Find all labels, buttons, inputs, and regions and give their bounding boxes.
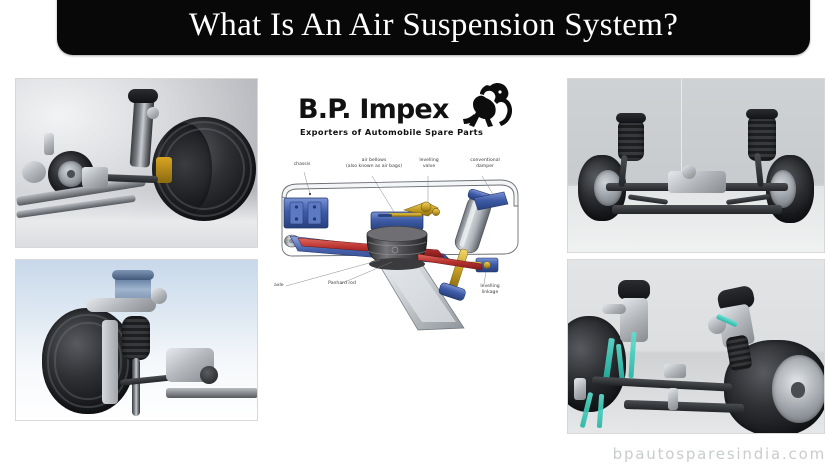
- cross-rail-red: [417, 253, 483, 271]
- leader-lines: [285, 171, 495, 287]
- chassis-frame: [281, 179, 519, 207]
- subframe-crossmember: [612, 205, 782, 214]
- center-joint: [682, 165, 696, 179]
- air-spring-cap-right: [746, 109, 778, 119]
- wheel-hub: [66, 169, 76, 179]
- steering-rack: [668, 171, 726, 193]
- label-air-bellows: air bellows (also known as air bags): [334, 158, 414, 169]
- valve-arm: [387, 212, 423, 217]
- label-chassis: chassis: [293, 162, 311, 167]
- air-bellow: [122, 316, 150, 360]
- wheel-hub: [790, 382, 806, 398]
- label-levelling-linkage-line1: levelling: [480, 284, 500, 289]
- label-levelling-linkage: levelling linkage: [470, 284, 510, 295]
- label-levelling-linkage-line2: linkage: [481, 289, 499, 295]
- label-levelling-valve-line1: levelling: [419, 158, 439, 163]
- upper-mount-arm: [86, 298, 156, 312]
- wheel-right: [724, 340, 824, 433]
- damper-mount: [473, 191, 509, 211]
- mount-bracket: [664, 364, 686, 378]
- label-axle: axle: [274, 283, 284, 288]
- label-conventional-damper-line2: damper: [476, 163, 494, 169]
- strut-bracket: [147, 107, 159, 119]
- air-spring-left: [618, 119, 644, 161]
- bushing: [200, 366, 218, 384]
- site-watermark: bpautosparesindia.com: [612, 445, 826, 463]
- mount-bushing: [151, 288, 167, 304]
- air-spring-right: [748, 115, 776, 161]
- photo-bottom-right: [567, 259, 825, 434]
- brand-name: B.P. Impex: [298, 94, 449, 125]
- differential-housing: [22, 161, 46, 183]
- conventional-damper: [438, 188, 497, 301]
- label-panhard-rod: Panhard rod: [328, 281, 356, 286]
- photo-top-left: [15, 78, 258, 248]
- page-title: What Is An Air Suspension System?: [188, 7, 679, 43]
- strut-arm-left: [602, 304, 626, 314]
- center-column: B.P. Impex Exporters of Automobile Spare…: [268, 78, 560, 363]
- title-banner: What Is An Air Suspension System?: [57, 0, 810, 55]
- label-conventional-damper: conventional damper: [458, 158, 512, 169]
- damper-rod: [132, 358, 140, 416]
- wheel-tread: [163, 128, 245, 210]
- label-air-bellows-line2: (also known as air bags): [346, 163, 402, 169]
- knuckle-upright: [102, 320, 118, 404]
- wall-seam: [680, 79, 682, 187]
- photo-bottom-left: [15, 259, 258, 421]
- air-spring-cap: [112, 270, 154, 280]
- steering-knuckle: [82, 167, 108, 187]
- label-levelling-valve: levelling valve: [408, 158, 450, 169]
- strut-top-left: [618, 280, 650, 300]
- subframe-rail: [166, 388, 257, 398]
- jack-point: [668, 388, 678, 410]
- brand-logo: B.P. Impex Exporters of Automobile Spare…: [298, 82, 528, 144]
- label-air-bellows-line1: air bellows: [361, 158, 387, 163]
- air-spring-cap-left: [616, 113, 646, 123]
- brake-caliper: [156, 157, 172, 183]
- rearing-horse-icon: [463, 82, 513, 127]
- wheel-tread: [47, 314, 129, 408]
- brand-tagline: Exporters of Automobile Spare Parts: [300, 127, 484, 137]
- label-levelling-valve-line2: valve: [422, 163, 436, 169]
- wheel-tread: [54, 322, 122, 400]
- strut-top-mount: [128, 89, 158, 103]
- photo-top-right: [567, 78, 825, 253]
- air-suspension-diagram: chassis air bellows (also known as air b…: [268, 150, 560, 360]
- wheel-front: [42, 308, 134, 414]
- link-rod: [44, 133, 54, 155]
- label-conventional-damper-line1: conventional: [470, 158, 500, 163]
- stand-post-left: [574, 378, 586, 400]
